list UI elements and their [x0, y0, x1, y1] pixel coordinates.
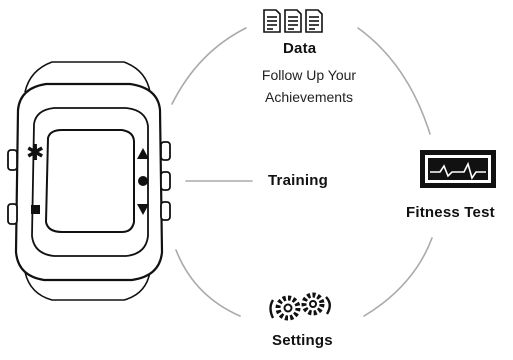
triangle-up-icon: [137, 148, 149, 159]
data-menu-title[interactable]: Data: [283, 40, 317, 57]
settings-menu-title[interactable]: Settings: [272, 332, 333, 349]
asterisk-icon: ✱: [26, 140, 45, 165]
arc-data-to-fitness: [357, 27, 431, 135]
square-icon: [31, 205, 40, 214]
arc-watch-to-data: [171, 27, 247, 105]
fitness-test-menu-title[interactable]: Fitness Test: [406, 204, 495, 221]
circle-icon: [138, 176, 148, 186]
data-menu-subtitle-line2: Achievements: [265, 89, 353, 105]
arc-settings-to-watch: [175, 249, 241, 317]
triangle-down-icon: [137, 204, 149, 215]
arc-fitness-to-settings: [363, 237, 433, 317]
data-menu-subtitle-line1: Follow Up Your: [261, 67, 357, 83]
training-menu-title[interactable]: Training: [268, 172, 328, 189]
